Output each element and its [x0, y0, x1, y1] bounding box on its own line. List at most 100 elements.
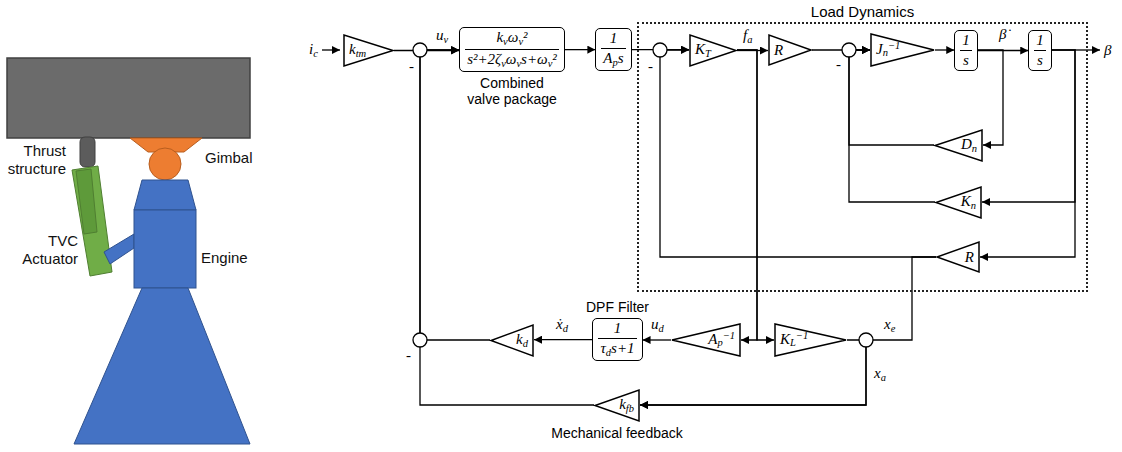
text-run: K — [695, 41, 705, 57]
subsystem-title: Load Dynamics — [811, 3, 914, 20]
block-text: s — [1034, 51, 1046, 69]
text-run: s — [963, 52, 969, 68]
engine-body — [134, 210, 196, 288]
text-run: ² — [523, 29, 528, 45]
transfer-function-box: kvωv²s²+2ζvωvs+ωv²Combined valve package — [459, 27, 565, 107]
block-text: 1 — [598, 320, 636, 339]
signal-line — [849, 50, 934, 145]
block-text: Jn−1 — [876, 41, 900, 59]
triangle-shape: kd — [490, 324, 534, 357]
text-run: Combined valve package — [467, 75, 557, 107]
text-run: x — [884, 316, 891, 332]
text-run: 1 — [962, 32, 970, 48]
text-run: R — [965, 249, 974, 265]
signal-name: β — [1103, 42, 1115, 59]
summing-junction — [413, 43, 427, 57]
box-outline: 1τds+1 — [592, 318, 642, 361]
summing-junction — [859, 333, 873, 347]
text-run: c — [313, 48, 318, 59]
subsystem-frame: Load DynamicsKTRJn−11s1sDnKnR — [637, 22, 1088, 292]
input-line — [322, 49, 340, 50]
text-run: n — [972, 143, 977, 154]
sign-mark: - — [405, 347, 414, 364]
text-run: R — [774, 42, 783, 58]
text-run: f — [743, 27, 747, 43]
text-run: u — [651, 316, 659, 332]
text-run: D — [961, 136, 972, 152]
gain-triangle: Dn — [934, 129, 983, 162]
text-run: s²+2ζ — [467, 51, 501, 67]
text-run: β — [1104, 42, 1111, 58]
text-run: v — [548, 58, 553, 69]
block-text: Ap−1 — [708, 331, 735, 349]
thrust-structure — [80, 137, 95, 167]
text-run: J — [876, 41, 883, 57]
part-label: TVC Actuator — [12, 232, 78, 268]
text-run: fb — [626, 403, 634, 414]
gain-triangle: R — [936, 241, 980, 273]
triangle-shape: ktm — [343, 34, 394, 67]
triangle-shape: kfb — [594, 389, 640, 422]
triangle-outline — [775, 324, 846, 356]
triangle-outline — [769, 35, 811, 65]
triangle-outline — [936, 187, 981, 218]
text-run: K — [961, 193, 971, 209]
text-run: v — [518, 36, 523, 47]
text-run: −1 — [723, 330, 735, 341]
block-text: 1 — [601, 30, 625, 49]
block-text: 1 — [1034, 32, 1046, 51]
block-caption: DPF Filter — [586, 299, 649, 315]
text-run: n — [883, 47, 888, 58]
text-run: v — [444, 34, 449, 45]
transfer-function-box: 1Aps — [595, 28, 632, 71]
integrator-box: 1s — [1028, 30, 1052, 71]
text-run: e — [891, 323, 896, 334]
triangle-shape: R — [768, 34, 812, 66]
text-run: v — [516, 58, 521, 69]
text-run: A — [708, 331, 717, 347]
text-run: n — [971, 200, 976, 211]
text-run: 1 — [610, 30, 618, 46]
text-run: Engine — [201, 249, 248, 266]
text-run: Gimbal — [205, 149, 253, 166]
signal-line — [565, 49, 596, 50]
signal-line — [643, 339, 671, 340]
part-label: Gimbal — [205, 149, 253, 167]
signal-line — [982, 50, 1075, 202]
triangle-outline — [935, 130, 982, 161]
signal-line — [980, 50, 1075, 257]
text-run: d — [659, 323, 664, 334]
text-run: - — [836, 56, 841, 72]
text-run: p — [717, 337, 722, 348]
actuator-arm — [104, 234, 134, 264]
text-run: Load Dynamics — [811, 3, 914, 20]
signal-name: β̇ — [998, 26, 1010, 43]
text-run: d — [523, 338, 528, 349]
part-label: Thrust structure — [0, 142, 66, 178]
signal-line — [737, 50, 774, 340]
signal-line — [420, 50, 594, 405]
text-run: β̇ — [999, 26, 1006, 42]
engine-nozzle — [74, 288, 250, 444]
triangle-shape: Jn−1 — [870, 33, 935, 67]
sign-mark: - — [408, 58, 417, 75]
text-run: L — [790, 337, 796, 348]
block-text: τds+1 — [598, 339, 636, 359]
text-run: −1 — [796, 330, 808, 341]
text-run: v — [501, 58, 506, 69]
box-outline: 1s — [954, 30, 978, 71]
actuator-cylinder — [72, 166, 112, 276]
block-text: R — [774, 43, 783, 58]
signal-name: xe — [883, 316, 899, 334]
vehicle-body — [7, 58, 250, 138]
box-outline: 1s — [1028, 30, 1052, 71]
text-run: Mechanical feedback — [551, 425, 683, 441]
triangle-shape: Kn — [935, 186, 982, 219]
text-run: tm — [356, 48, 367, 59]
signal-line — [534, 339, 592, 340]
actuator-rod — [76, 169, 97, 234]
gain-triangle: kfbMechanical feedback — [551, 389, 683, 441]
text-run: s — [1037, 52, 1043, 68]
engine-head — [134, 180, 196, 210]
sign-mark: - — [647, 58, 656, 75]
